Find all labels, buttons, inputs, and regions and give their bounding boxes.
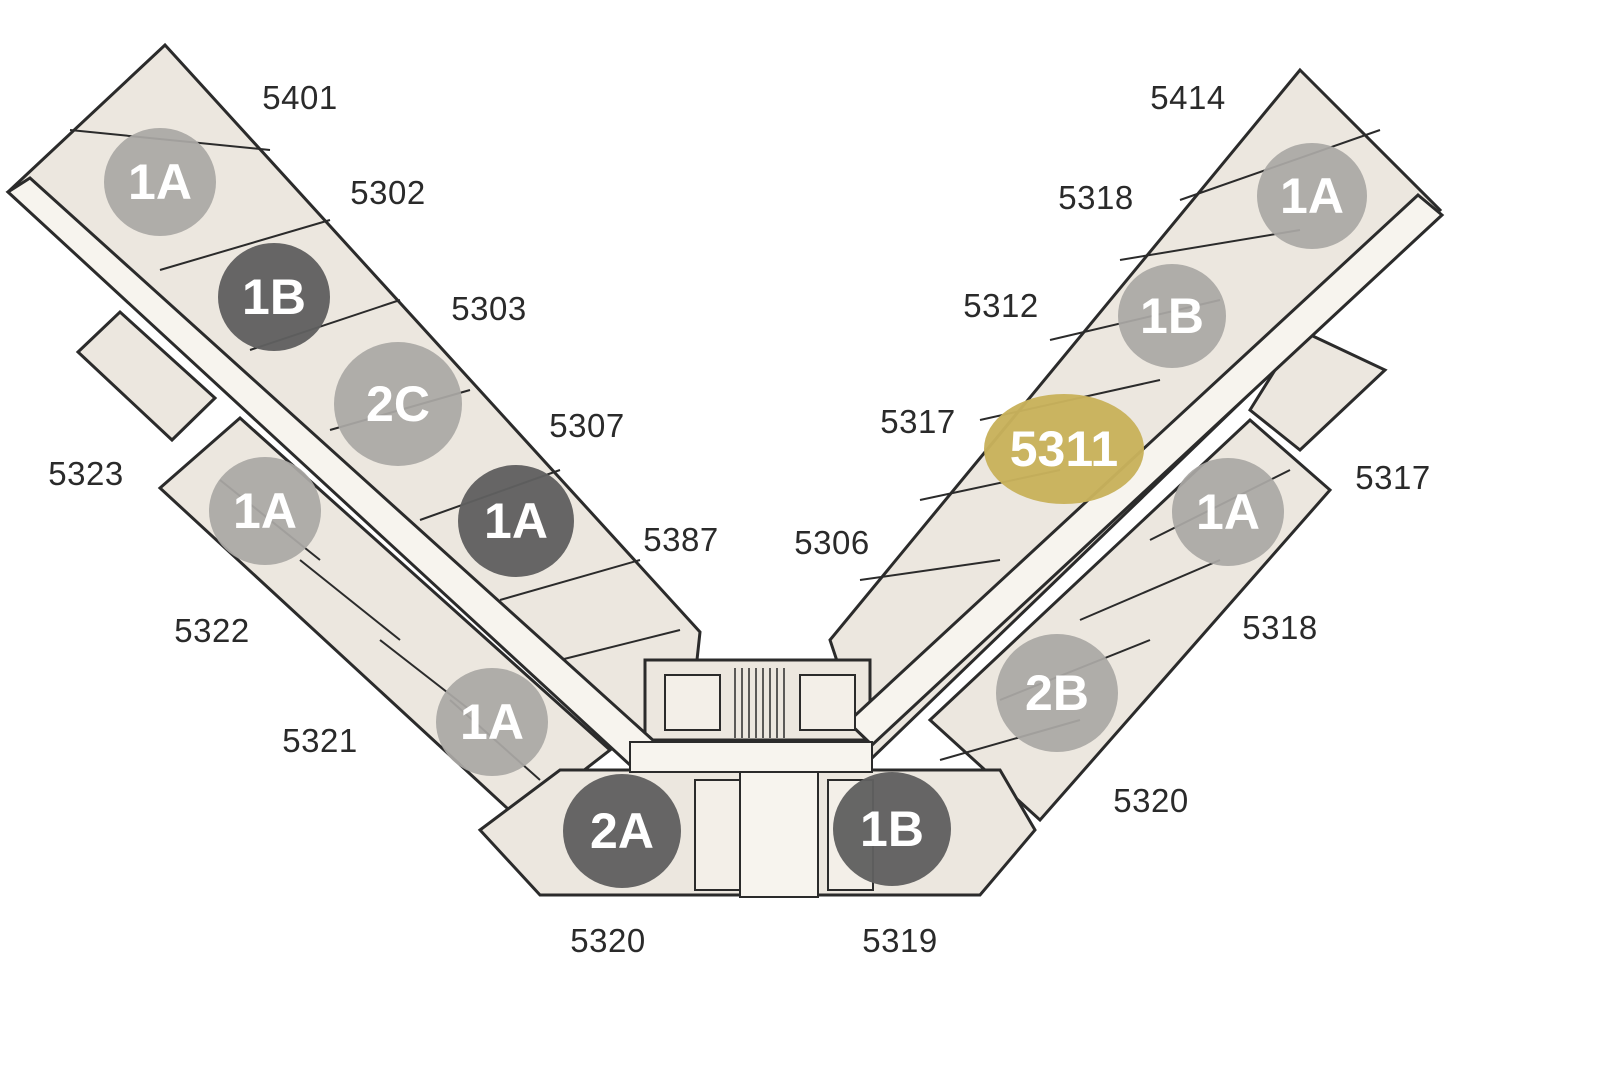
left-stair-block bbox=[75, 309, 218, 443]
unit-number-label[interactable]: 5312 bbox=[963, 287, 1039, 324]
badge-text: 1B bbox=[242, 269, 306, 325]
badge-text: 5311 bbox=[1009, 421, 1119, 477]
room-wall-right bbox=[1079, 559, 1221, 621]
room-wall-left bbox=[499, 559, 641, 601]
unit-type-badge[interactable]: 2B bbox=[996, 634, 1118, 752]
unit-number-label[interactable]: 5321 bbox=[282, 722, 358, 759]
badge-text: 1A bbox=[128, 154, 192, 210]
unit-type-badge[interactable]: 1A bbox=[1257, 143, 1367, 249]
lobby-room bbox=[694, 779, 741, 891]
unit-type-badge[interactable]: 1A bbox=[436, 668, 548, 776]
badge-text: 2B bbox=[1025, 665, 1089, 721]
entry-corridor bbox=[739, 771, 819, 898]
central-corridor bbox=[629, 741, 873, 773]
unit-number-label[interactable]: 5414 bbox=[1150, 79, 1226, 116]
unit-number-label[interactable]: 5319 bbox=[862, 922, 938, 959]
unit-type-badge[interactable]: 1A bbox=[104, 128, 216, 236]
unit-number-label[interactable]: 5317 bbox=[880, 403, 956, 440]
unit-number-label[interactable]: 5303 bbox=[451, 290, 527, 327]
selected-unit-badge[interactable]: 5311 bbox=[984, 394, 1144, 504]
badge-text: 1A bbox=[1280, 168, 1344, 224]
room-wall-left bbox=[299, 559, 401, 641]
unit-type-badge[interactable]: 1B bbox=[218, 243, 330, 351]
elevator-shaft bbox=[799, 674, 856, 731]
unit-type-badge[interactable]: 2A bbox=[563, 774, 681, 888]
room-wall-right bbox=[1119, 229, 1301, 261]
badge-text: 1A bbox=[484, 493, 548, 549]
unit-number-label[interactable]: 5323 bbox=[48, 455, 124, 492]
unit-number-label[interactable]: 5322 bbox=[174, 612, 250, 649]
unit-number-label[interactable]: 5318 bbox=[1242, 609, 1318, 646]
badge-text: 1A bbox=[1196, 484, 1260, 540]
unit-type-badge[interactable]: 1B bbox=[1118, 264, 1226, 368]
unit-number-label[interactable]: 5306 bbox=[794, 524, 870, 561]
unit-number-label[interactable]: 5307 bbox=[549, 407, 625, 444]
room-wall-right bbox=[859, 559, 1001, 581]
unit-number-label[interactable]: 5302 bbox=[350, 174, 426, 211]
room-wall-left bbox=[159, 219, 331, 271]
corridors bbox=[5, 176, 1445, 898]
badge-text: 2C bbox=[366, 376, 430, 432]
elevator-shaft bbox=[664, 674, 721, 731]
unit-number-label[interactable]: 5401 bbox=[262, 79, 338, 116]
unit-number-label[interactable]: 5317 bbox=[1355, 459, 1431, 496]
unit-type-badge[interactable]: 1A bbox=[458, 465, 574, 577]
unit-number-label[interactable]: 5387 bbox=[643, 521, 719, 558]
badge-text: 1A bbox=[233, 483, 297, 539]
unit-number-label[interactable]: 5318 bbox=[1058, 179, 1134, 216]
unit-type-badge[interactable]: 1A bbox=[209, 457, 321, 565]
badge-text: 1A bbox=[460, 694, 524, 750]
badge-text: 1B bbox=[1140, 288, 1204, 344]
unit-type-badge[interactable]: 2C bbox=[334, 342, 462, 466]
unit-type-badge[interactable]: 1A bbox=[1172, 458, 1284, 566]
unit-number-label[interactable]: 5320 bbox=[570, 922, 646, 959]
unit-type-badge[interactable]: 1B bbox=[833, 772, 951, 886]
badge-text: 1B bbox=[860, 801, 924, 857]
unit-number-label[interactable]: 5320 bbox=[1113, 782, 1189, 819]
room-wall-left bbox=[559, 629, 681, 661]
badge-text: 2A bbox=[590, 803, 654, 859]
